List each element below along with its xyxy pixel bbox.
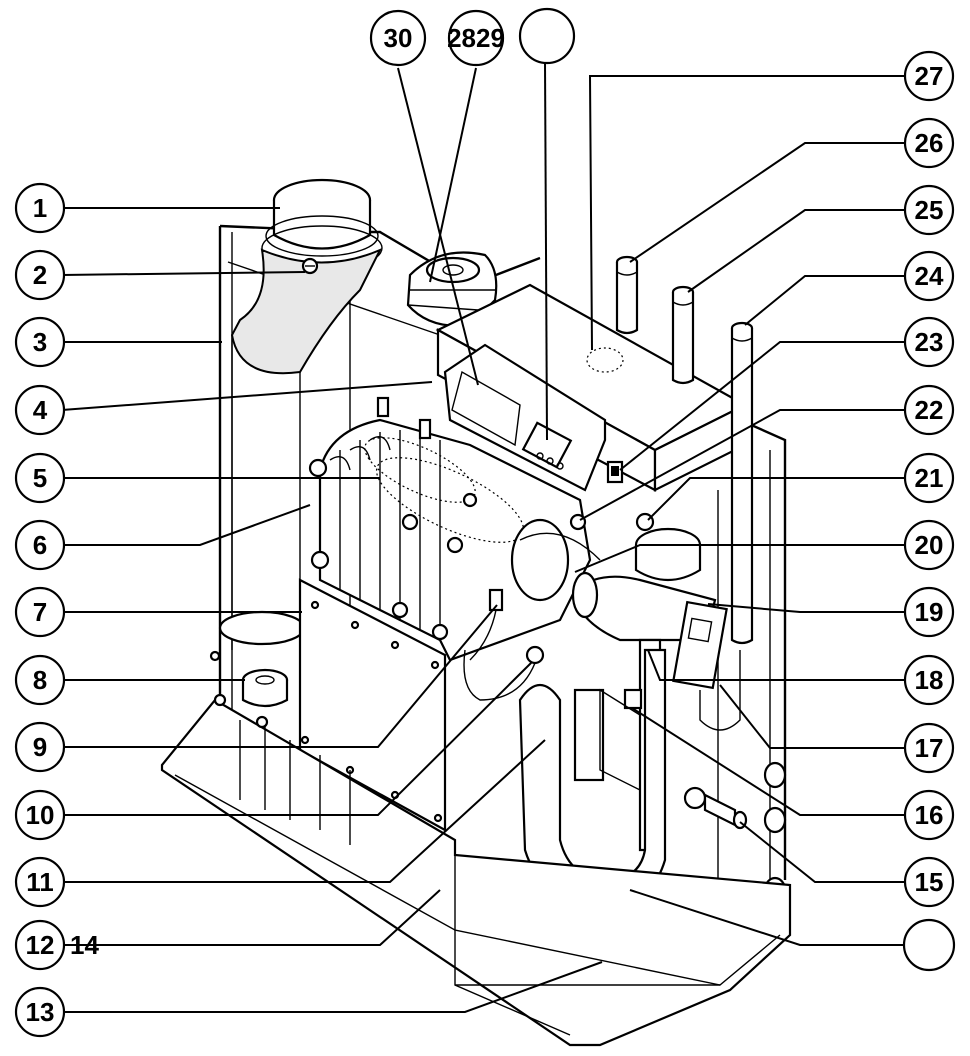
callout-30: 30 [369,9,427,67]
callout-10: 10 [14,789,66,841]
svg-text:4: 4 [33,395,48,425]
callout-empty-top [518,7,576,65]
svg-text:26: 26 [915,128,944,158]
callout-26: 26 [903,117,955,169]
svg-text:17: 17 [915,733,944,763]
svg-text:2829: 2829 [447,23,505,53]
svg-text:11: 11 [26,867,54,897]
label-14: 14 [70,930,99,960]
callout-16: 16 [903,789,955,841]
svg-text:30: 30 [384,23,413,53]
callout-2829: 2829 [447,9,505,67]
callout-empty-bottom [902,918,956,972]
callout-11: 11 [14,856,66,908]
pipe-24 [730,321,754,645]
callout-13: 13 [14,986,66,1038]
svg-text:13: 13 [26,997,55,1027]
callout-18: 18 [903,654,955,706]
svg-text:15: 15 [915,867,944,897]
svg-text:19: 19 [915,597,944,627]
svg-text:12: 12 [26,930,55,960]
leader-lines [61,61,905,1013]
callout-15: 15 [903,856,955,908]
callout-6: 6 [14,519,66,571]
svg-text:3: 3 [33,327,47,357]
callout-17: 17 [903,722,955,774]
svg-text:6: 6 [33,530,47,560]
svg-text:5: 5 [33,463,47,493]
callout-7: 7 [14,586,66,638]
callout-24: 24 [903,250,955,302]
callout-4: 4 [14,384,66,436]
callout-25: 25 [903,184,955,236]
svg-text:27: 27 [915,61,944,91]
callout-5: 5 [14,452,66,504]
callout-2: 2 [14,249,66,301]
svg-text:18: 18 [915,665,944,695]
pipe-25 [671,285,695,385]
svg-text:1: 1 [33,193,47,223]
callouts-top: 30 2829 [369,7,576,67]
svg-text:23: 23 [915,327,944,357]
svg-text:20: 20 [915,530,944,560]
callout-21: 21 [903,452,955,504]
callout-22: 22 [903,384,955,436]
callout-27: 27 [903,50,955,102]
svg-text:2: 2 [33,260,47,290]
callout-9: 9 [14,721,66,773]
boiler-illustration [160,178,792,1047]
svg-text:8: 8 [33,665,47,695]
svg-text:21: 21 [915,463,944,493]
callout-3: 3 [14,316,66,368]
callout-19: 19 [903,586,955,638]
callout-8: 8 [14,654,66,706]
callouts-right: 27 26 25 24 23 22 21 20 19 18 17 16 15 [902,50,956,972]
callout-12: 12 [14,919,66,971]
svg-text:24: 24 [915,261,944,291]
svg-text:7: 7 [33,597,47,627]
callouts-left: 1 2 3 4 5 6 7 8 9 10 11 12 13 14 [14,182,99,1038]
svg-text:10: 10 [26,800,55,830]
svg-text:16: 16 [915,800,944,830]
callout-20: 20 [903,519,955,571]
svg-text:22: 22 [915,395,944,425]
pipe-26 [615,255,639,335]
callout-1: 1 [14,182,66,234]
svg-text:9: 9 [33,732,47,762]
svg-text:25: 25 [915,195,944,225]
callout-23: 23 [903,316,955,368]
